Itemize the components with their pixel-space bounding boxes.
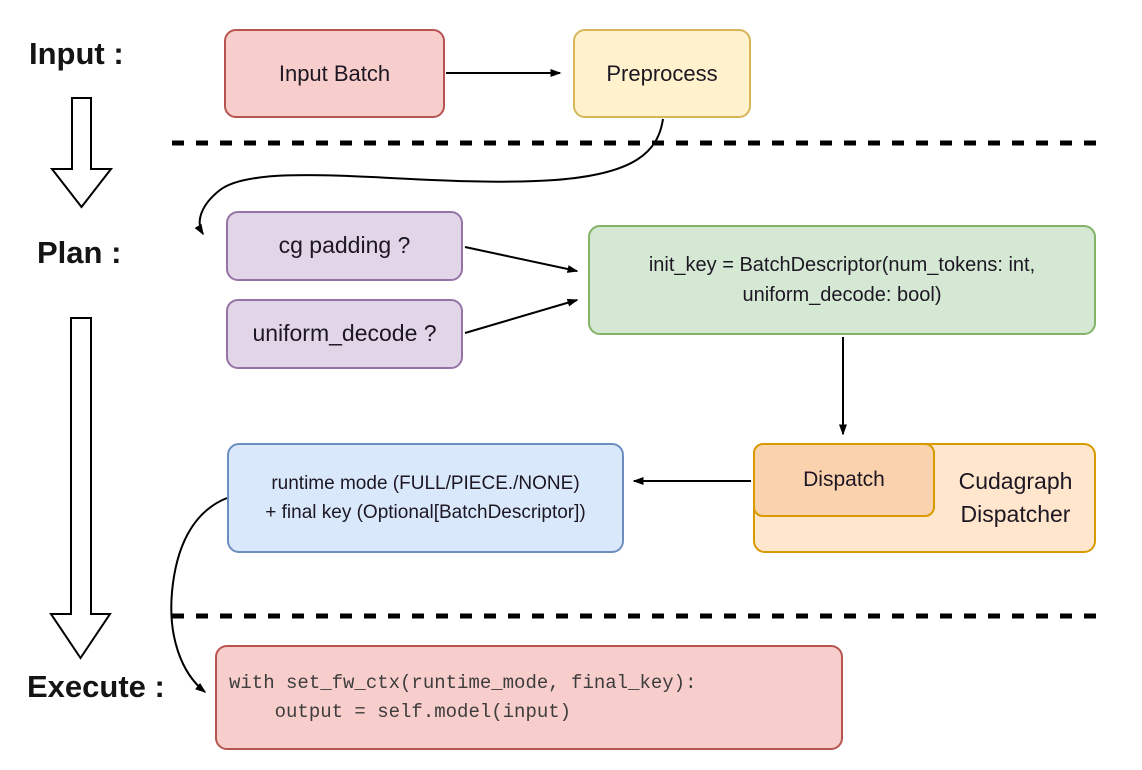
stage-arrow-input-to-plan-icon [49, 97, 114, 209]
arrow-uniformdecode-to-initkey [464, 298, 579, 334]
node-runtime-mode: runtime mode (FULL/PIECE./NONE) + final … [227, 443, 624, 553]
node-input-batch-label: Input Batch [278, 60, 391, 86]
node-input-batch: Input Batch [224, 29, 445, 118]
node-init-key-line1: init_key = BatchDescriptor(num_tokens: i… [648, 254, 1036, 276]
arrow-cgpadding-to-initkey [464, 246, 579, 273]
stage-label-input: Input : [29, 36, 124, 71]
node-init-key: init_key = BatchDescriptor(num_tokens: i… [588, 225, 1096, 335]
node-runtime-line2: + final key (Optional[BatchDescriptor]) [265, 502, 586, 523]
node-cg-padding-label: cg padding ? [278, 232, 411, 259]
node-dispatch: Dispatch [753, 443, 935, 517]
node-preprocess: Preprocess [573, 29, 751, 118]
cudagraph-dispatcher-line1: Cudagraph [958, 467, 1073, 494]
node-uniform-decode-label: uniform_decode ? [252, 320, 437, 347]
node-execute-code: with set_fw_ctx(runtime_mode, final_key)… [215, 645, 843, 750]
stage-label-execute: Execute : [27, 669, 165, 704]
arrow-runtime-to-execute [170, 497, 228, 693]
node-dispatch-label: Dispatch [803, 467, 885, 491]
cudagraph-dispatcher-caption: Cudagraph Dispatcher [935, 443, 1096, 553]
node-preprocess-label: Preprocess [606, 60, 718, 86]
node-init-key-line2: uniform_decode: bool) [742, 284, 942, 306]
node-uniform-decode: uniform_decode ? [226, 299, 463, 369]
execute-code-line2: output = self.model(input) [229, 700, 572, 723]
cudagraph-dispatcher-line2: Dispatcher [960, 501, 1071, 527]
node-runtime-line1: runtime mode (FULL/PIECE./NONE) [271, 472, 580, 494]
stage-arrow-plan-to-execute-icon [49, 317, 112, 660]
node-cg-padding: cg padding ? [226, 211, 463, 281]
stage-label-plan: Plan : [37, 235, 122, 270]
execute-code-line1: with set_fw_ctx(runtime_mode, final_key)… [229, 672, 697, 694]
arrow-preprocess-to-cgpadding [194, 118, 664, 236]
